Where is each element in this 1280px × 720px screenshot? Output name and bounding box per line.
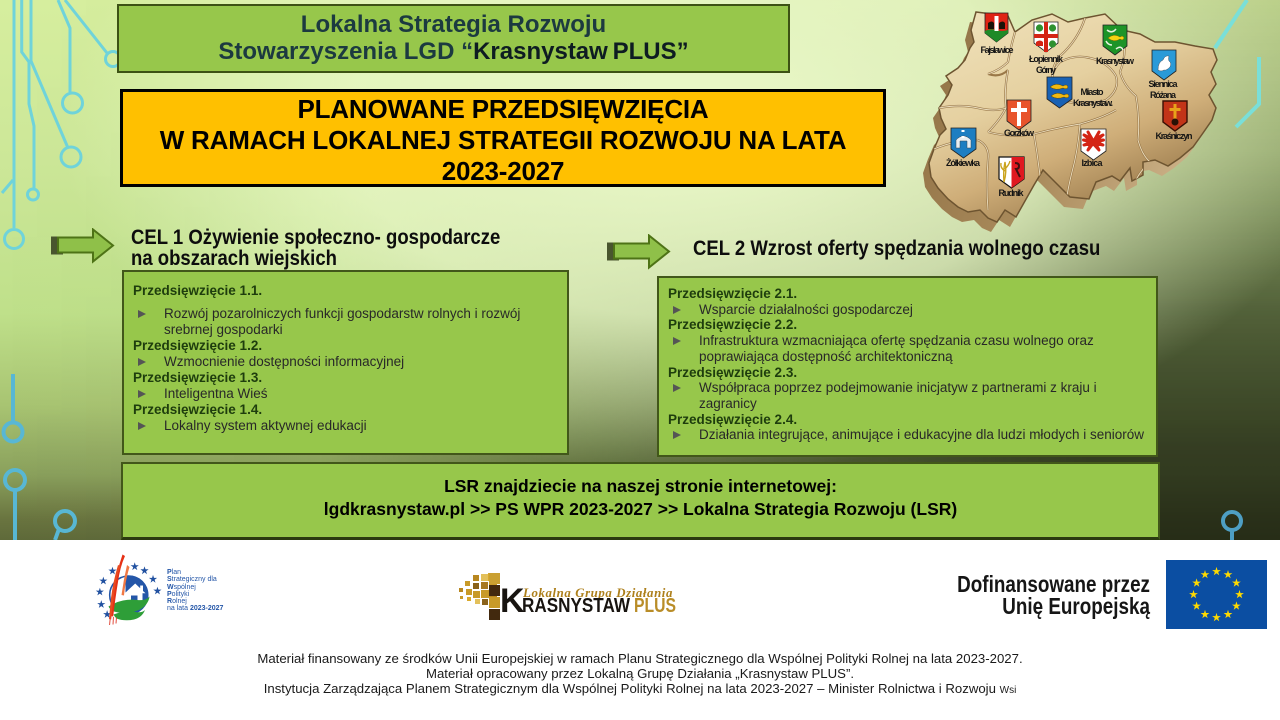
svg-text:Fajsławice: Fajsławice [981, 45, 1014, 55]
svg-text:K: K [500, 582, 525, 620]
svg-text:Siennica: Siennica [1149, 79, 1179, 89]
svg-text:Krasnystaw.: Krasnystaw. [1073, 98, 1113, 108]
svg-text:Krasnystaw: Krasnystaw [1096, 56, 1135, 66]
svg-text:Izbica: Izbica [1082, 158, 1104, 168]
svg-text:Żółkiewka: Żółkiewka [946, 158, 981, 168]
svg-text:Różana: Różana [1150, 90, 1177, 100]
svg-text:Kraśniczyn: Kraśniczyn [1156, 131, 1193, 141]
svg-text:Miasto: Miasto [1081, 87, 1105, 97]
svg-text:Łopiennik: Łopiennik [1029, 54, 1064, 64]
svg-text:Górny: Górny [1036, 65, 1056, 75]
svg-text:Rudnik: Rudnik [999, 188, 1025, 198]
svg-text:Gorzków: Gorzków [1004, 128, 1035, 138]
svg-text:PLUS: PLUS [634, 595, 676, 617]
svg-text:RASNYSTAW: RASNYSTAW [522, 595, 630, 617]
svg-text:Lokalna Grupa Działania: Lokalna Grupa Działania [522, 585, 673, 600]
